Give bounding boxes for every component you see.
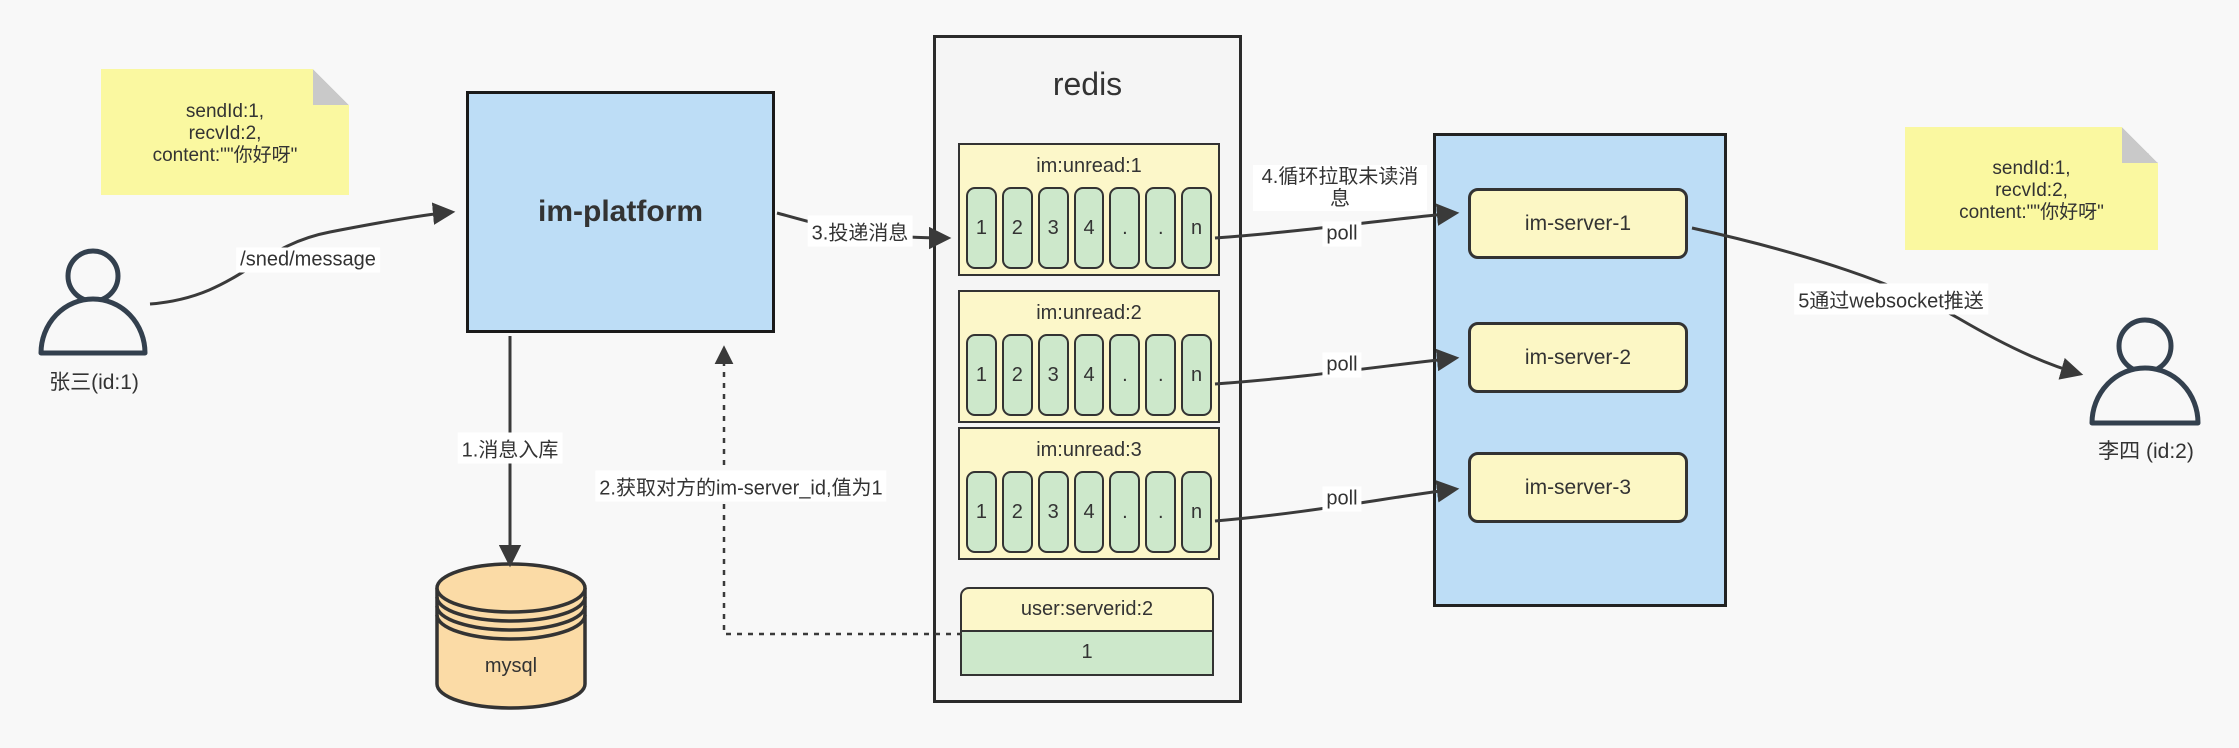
edge-label-poll-2: poll bbox=[1322, 352, 1362, 378]
note-line: sendId:1, bbox=[185, 101, 265, 122]
queue-cell: . bbox=[1109, 334, 1141, 416]
edge-label-step2: 2.获取对方的im-server_id,值为1 bbox=[595, 470, 887, 502]
mysql-database-icon bbox=[435, 562, 587, 710]
queue-cell: 3 bbox=[1037, 471, 1069, 553]
queue-header: im:unread:3 bbox=[1036, 438, 1142, 461]
queue-cell: n bbox=[1181, 471, 1213, 553]
note-line: content:""你好呀" bbox=[1959, 201, 2104, 223]
queue-header: im:unread:2 bbox=[1036, 301, 1142, 324]
redis-queue-unread-1: im:unread:1 1 2 3 4 . . n bbox=[958, 143, 1220, 276]
sender-user-label: 张三(id:1) bbox=[49, 371, 139, 394]
receiver-user-label: 李四 (id:2) bbox=[2098, 440, 2194, 463]
note-line: recvId:2, bbox=[1995, 179, 2068, 201]
queue-cell: . bbox=[1145, 334, 1177, 416]
queue-cell: . bbox=[1109, 187, 1141, 269]
mysql-label: mysql bbox=[484, 655, 538, 677]
redis-queue-unread-3: im:unread:3 1 2 3 4 . . n bbox=[958, 427, 1220, 560]
edge-label-step1: 1.消息入库 bbox=[457, 432, 563, 464]
edge-send-message bbox=[149, 202, 456, 306]
edge-label-send-message: /sned/message bbox=[236, 247, 380, 273]
queue-cell: . bbox=[1145, 187, 1177, 269]
queue-cell: 4 bbox=[1073, 471, 1105, 553]
im-platform-label: im-platform bbox=[538, 195, 703, 228]
edge-poll-3 bbox=[1214, 480, 1460, 523]
im-server-label: im-server-2 bbox=[1524, 345, 1632, 369]
queue-cell: . bbox=[1145, 471, 1177, 553]
queue-header: im:unread:1 bbox=[1036, 154, 1142, 177]
im-server-3-box: im-server-3 bbox=[1468, 452, 1688, 523]
queue-cell: 1 bbox=[966, 471, 997, 553]
note-fold-icon bbox=[313, 69, 349, 105]
edge-label-step3: 3.投递消息 bbox=[807, 215, 913, 247]
queue-cell: . bbox=[1109, 471, 1141, 553]
note-line: content:""你好呀" bbox=[152, 145, 298, 166]
im-server-cluster: im-server-1 im-server-2 im-server-3 bbox=[1433, 133, 1727, 607]
queue-cell: 2 bbox=[1001, 471, 1033, 553]
note-line: sendId:1, bbox=[1992, 157, 2071, 179]
redis-user-serverid-map: user:serverid:2 1 bbox=[960, 587, 1214, 676]
edge-poll-2 bbox=[1214, 348, 1460, 386]
user-serverid-value: 1 bbox=[960, 629, 1214, 676]
queue-cell: 2 bbox=[1001, 334, 1033, 416]
user-serverid-key: user:serverid:2 bbox=[960, 587, 1214, 632]
queue-cell: 4 bbox=[1073, 187, 1105, 269]
sender-user-icon bbox=[38, 248, 148, 356]
queue-cell: n bbox=[1181, 334, 1213, 416]
note-line: recvId:2, bbox=[188, 123, 262, 144]
edge-label-step5: 5通过websocket推送 bbox=[1794, 283, 1988, 315]
queue-cell: 3 bbox=[1037, 334, 1069, 416]
im-server-label: im-server-1 bbox=[1524, 211, 1632, 235]
receiver-user-icon bbox=[2089, 317, 2201, 426]
sticky-note-right: sendId:1, recvId:2, content:""你好呀" bbox=[1905, 127, 2158, 250]
queue-cell: 4 bbox=[1073, 334, 1105, 416]
edge-step3-to-redis bbox=[776, 211, 952, 250]
queue-cell: 1 bbox=[966, 334, 997, 416]
sticky-note-left: sendId:1, recvId:2, content:""你好呀" bbox=[101, 69, 349, 195]
edge-poll-1 bbox=[1214, 203, 1460, 240]
im-server-2-box: im-server-2 bbox=[1468, 322, 1688, 393]
im-platform-box: im-platform bbox=[466, 91, 775, 333]
queue-cells: 1 2 3 4 . . n bbox=[960, 334, 1218, 416]
edge-label-poll-3: poll bbox=[1322, 486, 1362, 512]
edge-step2-dotted bbox=[714, 345, 962, 636]
queue-cells: 1 2 3 4 . . n bbox=[960, 471, 1218, 553]
queue-cell: 3 bbox=[1037, 187, 1069, 269]
redis-container: redis im:unread:1 1 2 3 4 . . n im:unrea… bbox=[933, 35, 1242, 703]
queue-cells: 1 2 3 4 . . n bbox=[960, 187, 1218, 269]
edge-label-step4: 4.循环拉取未读消息 bbox=[1253, 165, 1427, 211]
queue-cell: n bbox=[1181, 187, 1213, 269]
queue-cell: 2 bbox=[1001, 187, 1033, 269]
note-fold-icon bbox=[2122, 127, 2158, 163]
redis-queue-unread-2: im:unread:2 1 2 3 4 . . n bbox=[958, 290, 1220, 423]
queue-cell: 1 bbox=[966, 187, 997, 269]
redis-title: redis bbox=[1052, 66, 1123, 102]
edge-label-poll-1: poll bbox=[1322, 221, 1362, 247]
im-server-label: im-server-3 bbox=[1524, 475, 1632, 499]
im-server-1-box: im-server-1 bbox=[1468, 188, 1688, 259]
